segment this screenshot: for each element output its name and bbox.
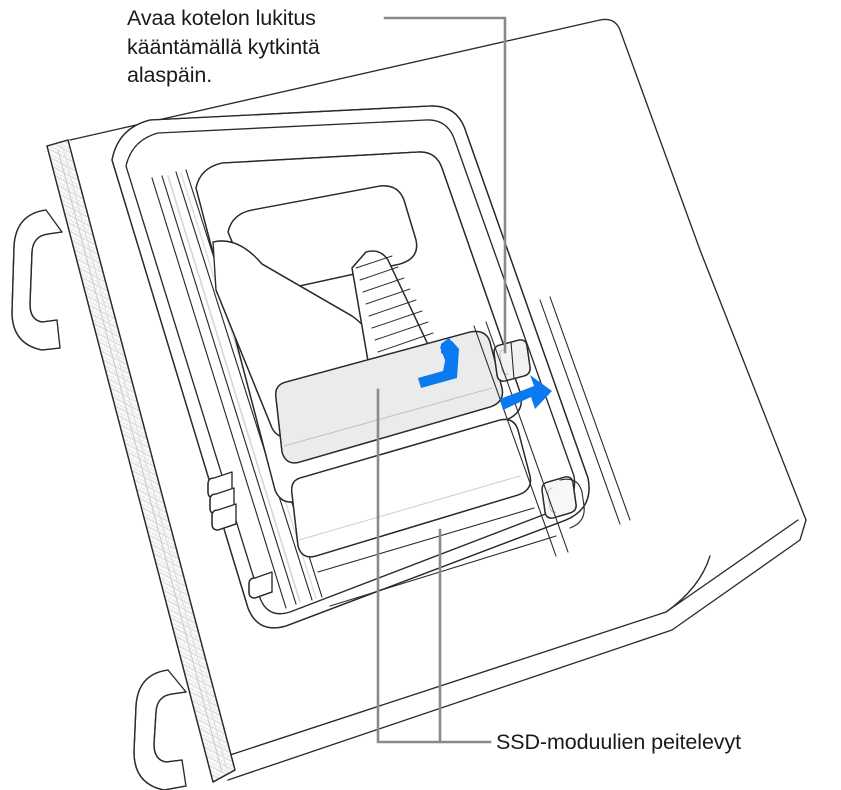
callout-text-lock-switch: Avaa kotelon lukitus kääntämällä kytkint…: [127, 6, 320, 87]
rail-connector-tabs: [207, 471, 273, 599]
outer-housing: [69, 18, 807, 781]
leader-lines: [376, 16, 507, 744]
carry-handle-top: [11, 209, 63, 351]
tray-floor: [317, 507, 557, 607]
carry-handle-bottom: [133, 669, 187, 790]
leader-bottom-upper-plate: [376, 388, 492, 744]
ssd-cover-plate-lower: [291, 418, 532, 558]
leader-top: [383, 16, 507, 354]
housing-lock-switch-secondary[interactable]: [541, 476, 585, 529]
callout-text-ssd-covers: SSD-moduulien peitelevyt: [496, 730, 741, 754]
